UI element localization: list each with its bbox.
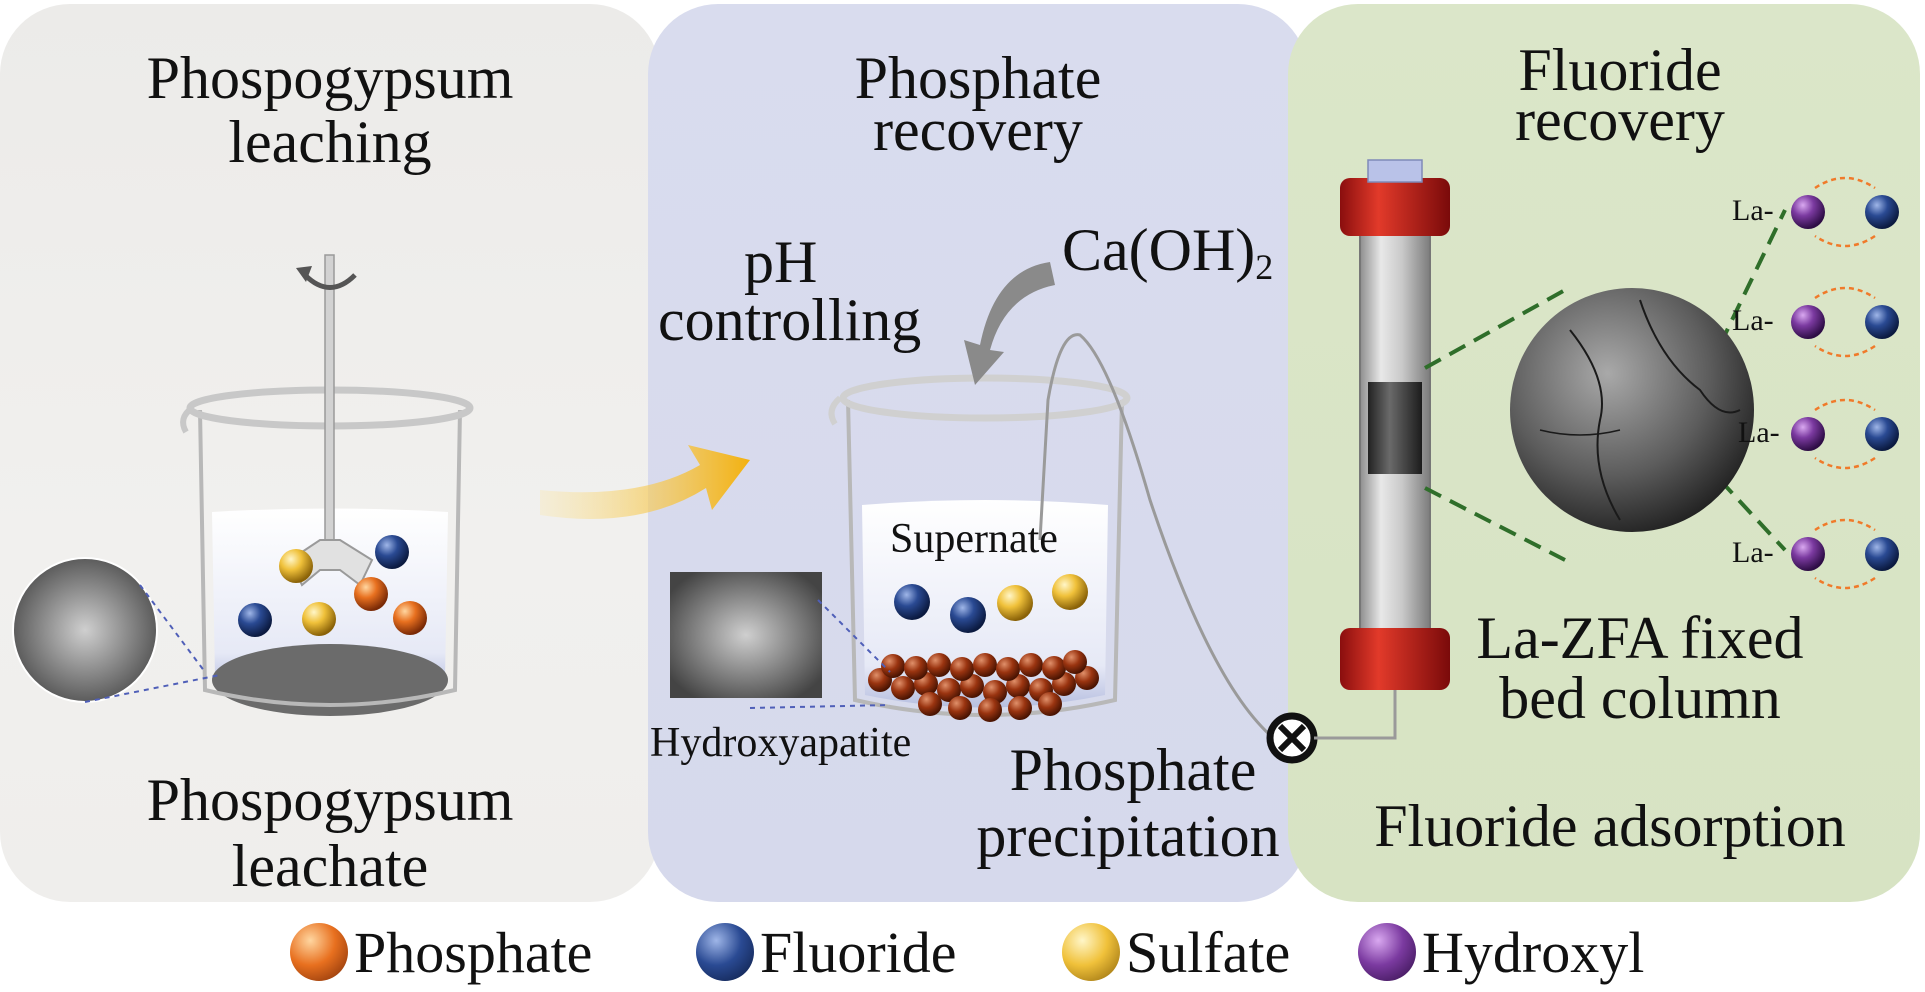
- phosphogypsum-micrograph: [12, 557, 221, 703]
- column-label-line1: La-ZFA fixed: [1476, 605, 1804, 671]
- leaching-beaker: [180, 254, 474, 716]
- legend-hydroxyl: Hydroxyl: [1358, 920, 1644, 985]
- leaching-title-line2: leaching: [228, 109, 432, 175]
- navy-sphere-icon: [696, 923, 754, 981]
- leachate-caption-line1: Phospogypsum: [146, 767, 514, 833]
- fluoride-title-line2: recovery: [1515, 87, 1725, 153]
- precipitation-caption-line2: precipitation: [976, 803, 1280, 869]
- ph-label-line2: controlling: [658, 287, 922, 353]
- la-label-2: La-: [1732, 304, 1774, 337]
- leaching-title-line1: Phospogypsum: [146, 45, 514, 111]
- precipitation-beaker: [828, 262, 1272, 737]
- fluoride-adsorption-caption: Fluoride adsorption: [1374, 793, 1846, 859]
- la-zfa-bead-micrograph: [1510, 288, 1754, 532]
- transfer-arrow: [540, 445, 750, 519]
- la-label-1: La-: [1732, 194, 1774, 227]
- la-label-4: La-: [1732, 536, 1774, 569]
- purple-sphere-icon: [1358, 923, 1416, 981]
- fluoride-title-line1: Fluoride: [1518, 37, 1722, 103]
- precipitation-caption-line1: Phosphate: [1009, 737, 1257, 803]
- column-label-line2: bed column: [1499, 665, 1781, 731]
- hydroxyapatite-precipitate: [868, 650, 1099, 722]
- ion-exchange-pairs: [1791, 176, 1899, 590]
- yellow-sphere-icon: [1062, 923, 1120, 981]
- orange-sphere-icon: [290, 923, 348, 981]
- panel-phosphate-recovery: [648, 4, 1308, 902]
- phosphate-title-line2: recovery: [873, 97, 1083, 163]
- hydroxyapatite-micrograph: [670, 572, 891, 709]
- valve-icon: [1266, 690, 1397, 764]
- legend-fluoride: Fluoride: [696, 920, 957, 985]
- phosphate-title-line1: Phosphate: [854, 45, 1102, 111]
- la-label-3: La-: [1738, 416, 1780, 449]
- hydroxyapatite-label: Hydroxyapatite: [650, 720, 912, 766]
- ph-label-line1: pH: [744, 229, 818, 295]
- reagent-label: Ca(OH)2: [1062, 217, 1274, 287]
- fixed-bed-column: [1340, 159, 1787, 690]
- leachate-caption-line2: leachate: [231, 833, 429, 899]
- legend-phosphate: Phosphate: [290, 920, 592, 985]
- supernate-label: Supernate: [890, 516, 1058, 562]
- legend-sulfate: Sulfate: [1062, 920, 1290, 985]
